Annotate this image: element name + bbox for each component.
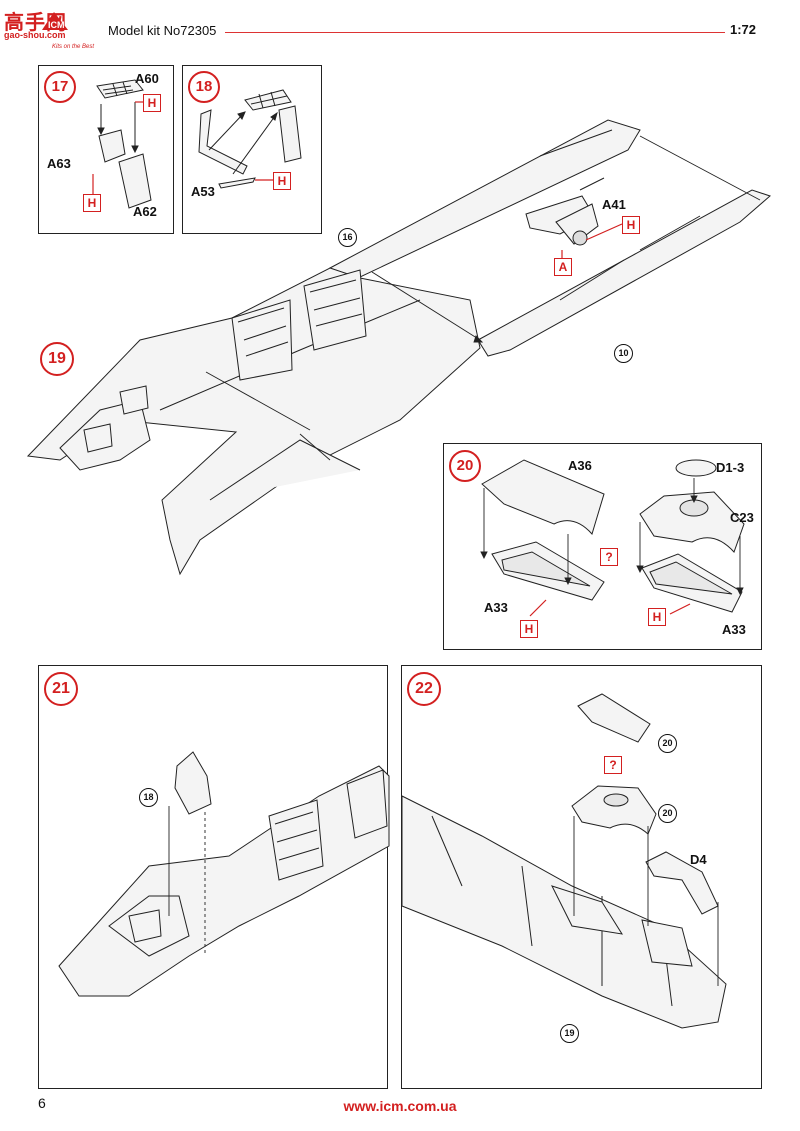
part-a33-label-left: A33 <box>484 600 508 615</box>
svg-text:ICM: ICM <box>48 20 65 30</box>
part-a53-label: A53 <box>191 184 215 199</box>
step-20-panel: 20 A36 D1-3 C23 ? A33 H H A33 <box>443 443 762 650</box>
part-a62-label: A62 <box>133 204 157 219</box>
step-21-number: 21 <box>44 672 78 706</box>
step-22-drawing <box>401 693 727 1029</box>
step-21-drawing <box>58 751 390 997</box>
icm-logo-icon: ICM <box>42 12 68 30</box>
tag-h-1: H <box>143 94 161 112</box>
step-20-number: 20 <box>449 450 481 482</box>
ref-16: 16 <box>338 228 357 247</box>
part-d1-3-label: D1-3 <box>716 460 745 475</box>
tag-h-4: H <box>622 216 640 234</box>
header-rule <box>225 32 725 33</box>
ref-20-lower: 20 <box>658 804 677 823</box>
ref-19: 19 <box>560 1024 579 1043</box>
step-22-panel: 22 20 ? 20 D4 19 <box>401 665 762 1089</box>
scale-label: 1:72 <box>730 22 757 37</box>
part-a36-label: A36 <box>568 458 592 473</box>
ref-20-upper: 20 <box>658 734 677 753</box>
part-a60-label: A60 <box>135 71 159 86</box>
part-a63-label: A63 <box>47 156 71 171</box>
part-c23-label: C23 <box>730 510 754 525</box>
tag-a: A <box>554 258 572 276</box>
part-a33-label-right: A33 <box>722 622 746 637</box>
tag-question-2: ? <box>604 756 622 774</box>
step-18-panel: 18 A53 H <box>182 65 322 234</box>
tag-h-2: H <box>83 194 101 212</box>
step-17-number: 17 <box>44 71 76 103</box>
step-20-drawing <box>480 459 745 617</box>
tag-question-1: ? <box>600 548 618 566</box>
step-17-drawing <box>92 79 152 209</box>
footer-url-link[interactable]: www.icm.com.ua <box>343 1098 457 1114</box>
ref-10: 10 <box>614 344 633 363</box>
step-22-number: 22 <box>407 672 441 706</box>
tag-h-6: H <box>648 608 666 626</box>
logo-tagline: Kits on the Best <box>52 44 95 50</box>
page-number: 6 <box>38 1095 46 1111</box>
ref-18: 18 <box>139 788 158 807</box>
part-d4-label: D4 <box>690 852 707 867</box>
tag-h-3: H <box>273 172 291 190</box>
page-title: Model kit No72305 <box>108 23 217 38</box>
step-17-panel: 17 A60 H A63 H A62 <box>38 65 174 234</box>
step-18-number: 18 <box>188 71 220 103</box>
step-19-number: 19 <box>40 342 74 376</box>
step-21-panel: 21 18 <box>38 665 390 1089</box>
step-18-drawing <box>198 89 302 189</box>
logo-site-text: gao-shou.com <box>4 30 66 40</box>
tag-h-5: H <box>520 620 538 638</box>
step-19-fuselage-drawing <box>26 119 771 576</box>
part-a41-label: A41 <box>602 197 626 212</box>
